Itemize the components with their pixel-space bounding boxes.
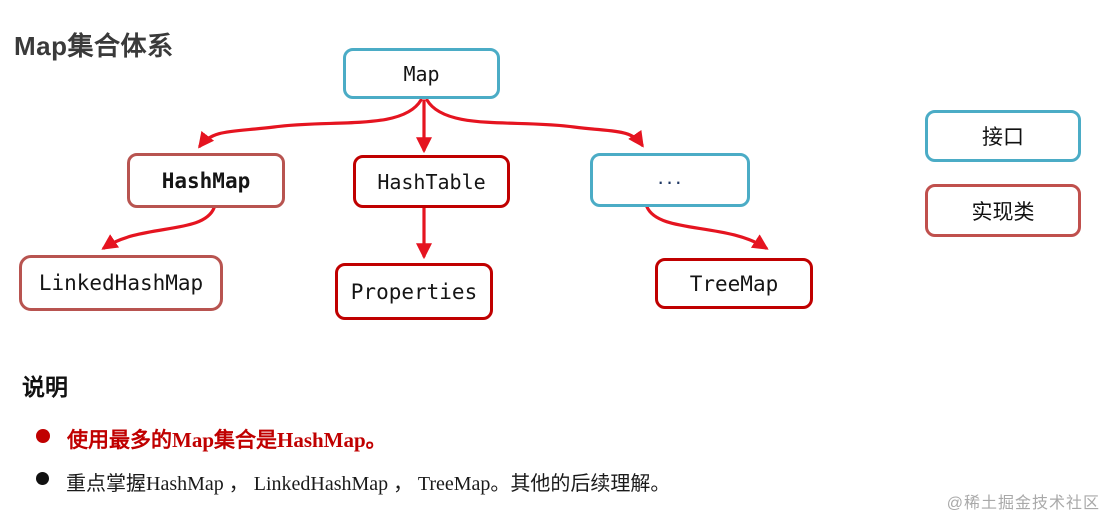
diagram-node-map: Map [343,48,500,99]
edge-dots-treemap [645,205,769,250]
diagram-node-other-interfaces: ... [590,153,750,207]
notes-heading: 说明 [22,375,68,400]
node-label-properties: Properties [350,279,478,304]
legend-interface-label: 接口 [982,125,1024,149]
diagram-node-properties: Properties [335,263,493,320]
legend-interface: 接口 [925,110,1081,162]
node-label-linkedhashmap: LinkedHashMap [38,271,204,295]
node-label-treemap: TreeMap [689,271,779,296]
black-bullet-icon [36,472,49,485]
diagram-node-treemap: TreeMap [655,258,813,309]
note-bullet-text: 使用最多的Map集合是HashMap。 [67,428,387,452]
diagram-node-hashmap: HashMap [127,153,285,208]
node-label-map: Map [403,61,440,86]
node-label-hashmap: HashMap [161,168,251,193]
note-bullet-hashmap: 使用最多的Map集合是HashMap。 [36,424,387,454]
edge-hashmap-linkedhashmap [101,206,216,250]
edge-map-hashmap [198,98,423,149]
legend-implementation-label: 实现类 [971,199,1035,224]
watermark: @稀土掘金技术社区 [946,495,1100,512]
diagram-node-linkedhashmap: LinkedHashMap [19,255,223,311]
node-label-dots: ... [656,172,684,188]
note-bullet-text: 重点掌握HashMap ， LinkedHashMap ， TreeMap。其他… [66,473,671,495]
note-bullet-focus: 重点掌握HashMap ， LinkedHashMap ， TreeMap。其他… [36,467,670,496]
red-bullet-icon [36,429,50,443]
edge-map-dots [425,98,644,148]
diagram-node-hashtable: HashTable [353,155,510,208]
legend-implementation: 实现类 [925,184,1081,237]
node-label-hashtable: HashTable [377,169,486,194]
page-title: Map集合体系 [14,31,174,61]
